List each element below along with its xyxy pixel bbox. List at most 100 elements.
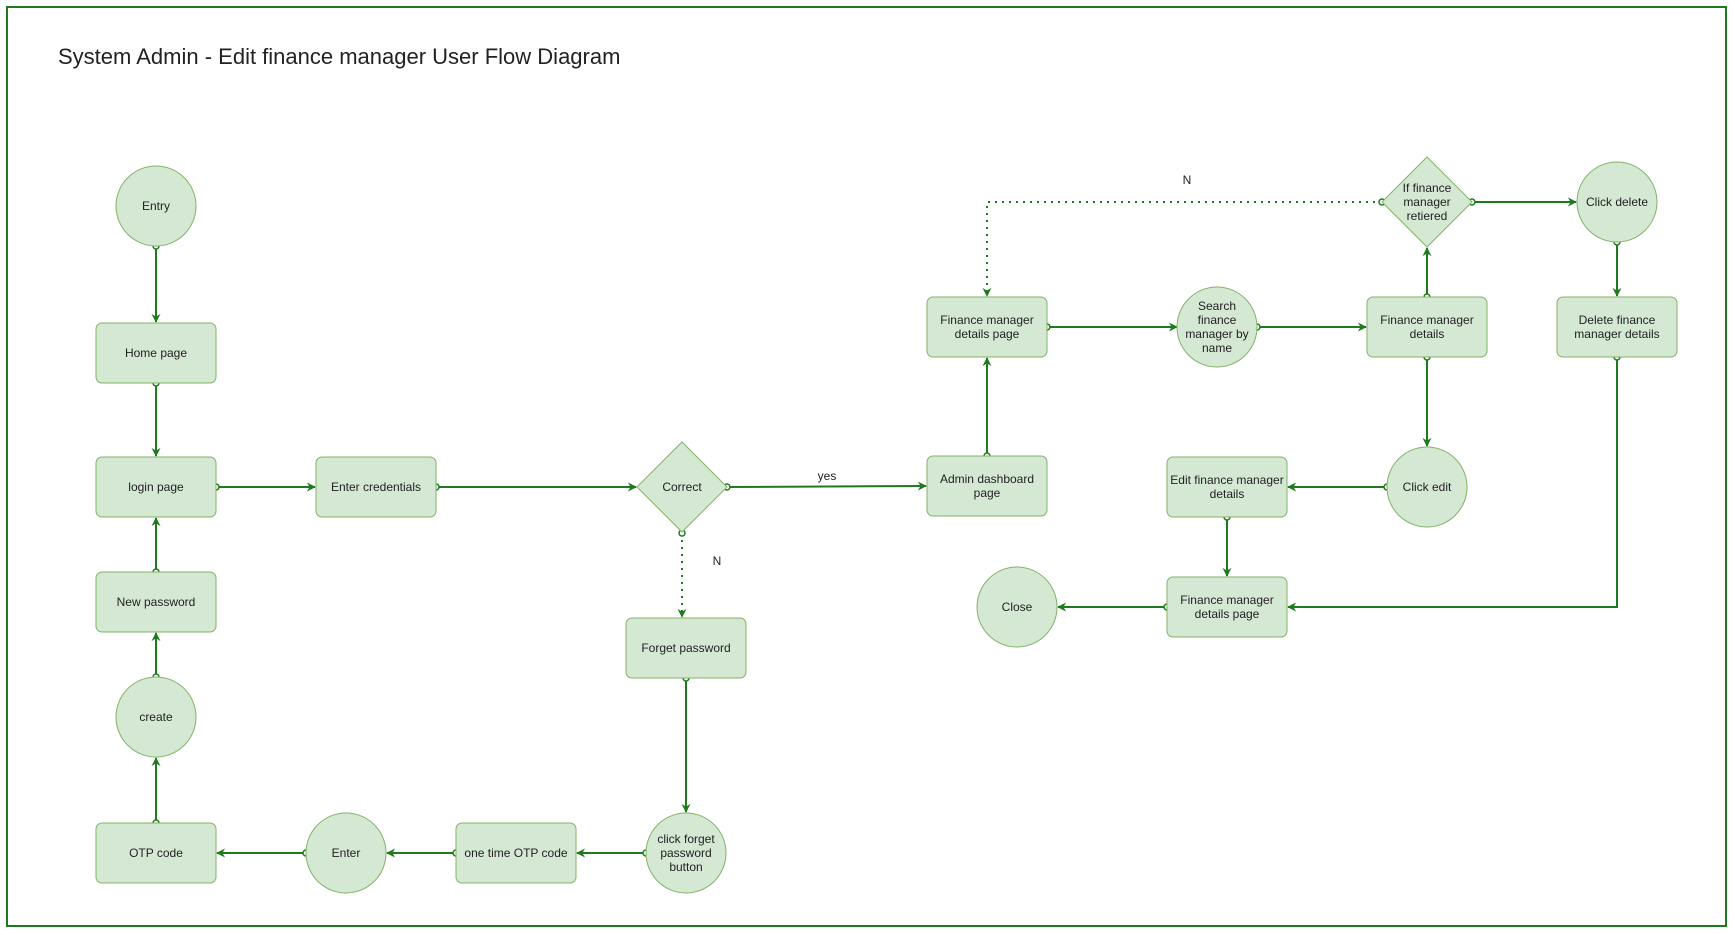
node-login-shape xyxy=(95,456,217,518)
edge-correct-to-admin xyxy=(723,481,927,491)
node-onetime-label: one time OTP code xyxy=(464,846,567,860)
edge-create-to-newpw xyxy=(151,632,161,681)
node-enter-label: Enter xyxy=(332,846,361,860)
node-entry-label: Entry xyxy=(142,199,170,213)
node-home[interactable]: Home page xyxy=(95,322,217,384)
node-entry-shape xyxy=(115,165,197,247)
node-close-label: Close xyxy=(1002,600,1033,614)
node-correct[interactable]: Correct xyxy=(636,441,728,533)
node-deletefm-label: manager details xyxy=(1574,327,1659,341)
node-clickforget-shape xyxy=(645,812,727,894)
edge-creds-to-correct xyxy=(432,482,637,492)
node-newpw-shape xyxy=(95,571,217,633)
node-login[interactable]: login page xyxy=(95,456,217,518)
edge-otp-to-create xyxy=(151,757,161,827)
node-deletefm-shape xyxy=(1556,296,1678,358)
edge-search-to-fmd xyxy=(1253,322,1367,332)
node-fmdp1-label: Finance manager xyxy=(940,313,1033,327)
edge-clickdelete-to-deletefm xyxy=(1612,238,1622,297)
node-enter[interactable]: Enter xyxy=(305,812,387,894)
diagram-title: System Admin - Edit finance manager User… xyxy=(58,44,621,69)
edge-label: N xyxy=(713,554,722,568)
node-clickedit[interactable]: Click edit xyxy=(1386,446,1468,528)
node-search-label: finance xyxy=(1198,313,1237,327)
node-home-shape xyxy=(95,322,217,384)
node-clickdelete-shape xyxy=(1576,161,1658,243)
edge-retired-to-fmdp1 xyxy=(982,198,1386,297)
node-clickforget-label: button xyxy=(669,860,702,874)
node-clickdelete[interactable]: Click delete xyxy=(1576,161,1658,243)
edge-newpw-to-login xyxy=(151,517,161,576)
node-creds[interactable]: Enter credentials xyxy=(315,456,437,518)
node-entry[interactable]: Entry xyxy=(115,165,197,247)
edge-admin-to-fmdp1 xyxy=(982,357,992,460)
edge-home-to-login xyxy=(151,379,161,457)
node-newpw-label: New password xyxy=(117,595,196,609)
edge-fmd-to-clickedit xyxy=(1422,353,1432,447)
node-deletefm-label: Delete finance xyxy=(1579,313,1656,327)
edge-correct-to-forget xyxy=(677,529,687,618)
edge-editfm-to-fmdp2 xyxy=(1222,513,1232,577)
edge-clickedit-to-editfm xyxy=(1287,482,1391,492)
node-search-label: manager by xyxy=(1185,327,1248,341)
node-editfm-label: Edit finance manager xyxy=(1170,473,1283,487)
node-fmd-label: Finance manager xyxy=(1380,313,1473,327)
node-fmdp2-label: details page xyxy=(1195,607,1260,621)
node-retired-label: If finance xyxy=(1403,181,1452,195)
node-search-label: name xyxy=(1202,341,1232,355)
node-enter-shape xyxy=(305,812,387,894)
node-create[interactable]: create xyxy=(115,676,197,758)
node-onetime-shape xyxy=(455,822,577,884)
node-clickedit-label: Click edit xyxy=(1403,480,1452,494)
node-search-shape xyxy=(1176,286,1258,368)
node-fmdp1-label: details page xyxy=(955,327,1020,341)
node-search-label: Search xyxy=(1198,299,1236,313)
node-clickedit-shape xyxy=(1386,446,1468,528)
node-close[interactable]: Close xyxy=(976,566,1058,648)
node-onetime[interactable]: one time OTP code xyxy=(455,822,577,884)
node-fmd-label: details xyxy=(1410,327,1445,341)
node-fmdp1-shape xyxy=(926,296,1048,358)
node-close-shape xyxy=(976,566,1058,648)
node-create-shape xyxy=(115,676,197,758)
edge-login-to-creds xyxy=(212,482,316,492)
node-fmdp2-shape xyxy=(1166,576,1288,638)
edge-fmdp2-to-close xyxy=(1057,602,1171,612)
node-fmdp2-label: Finance manager xyxy=(1180,593,1273,607)
node-clickdelete-label: Click delete xyxy=(1586,195,1648,209)
node-clickforget-label: password xyxy=(660,846,711,860)
node-admin-label: Admin dashboard xyxy=(940,472,1034,486)
node-correct-label: Correct xyxy=(662,480,702,494)
node-otp-shape xyxy=(95,822,217,884)
node-creds-shape xyxy=(315,456,437,518)
node-clickforget-label: click forget xyxy=(657,832,715,846)
node-login-label: login page xyxy=(128,480,184,494)
node-retired-label: manager xyxy=(1403,195,1450,209)
node-retired-shape xyxy=(1381,156,1473,248)
node-otp-label: OTP code xyxy=(129,846,183,860)
node-forget[interactable]: Forget password xyxy=(625,617,747,679)
node-newpw[interactable]: New password xyxy=(95,571,217,633)
edge-fmdp1-to-search xyxy=(1043,322,1178,332)
edge-forget-to-clickforget xyxy=(681,674,691,813)
node-admin-shape xyxy=(926,455,1048,517)
diagram-frame xyxy=(6,6,1727,927)
node-otp[interactable]: OTP code xyxy=(95,822,217,884)
node-forget-shape xyxy=(625,617,747,679)
edge-fmd-to-retired xyxy=(1422,247,1432,301)
node-editfm-label: details xyxy=(1210,487,1245,501)
node-forget-label: Forget password xyxy=(641,641,730,655)
edges xyxy=(151,197,1622,858)
node-create-label: create xyxy=(139,710,173,724)
